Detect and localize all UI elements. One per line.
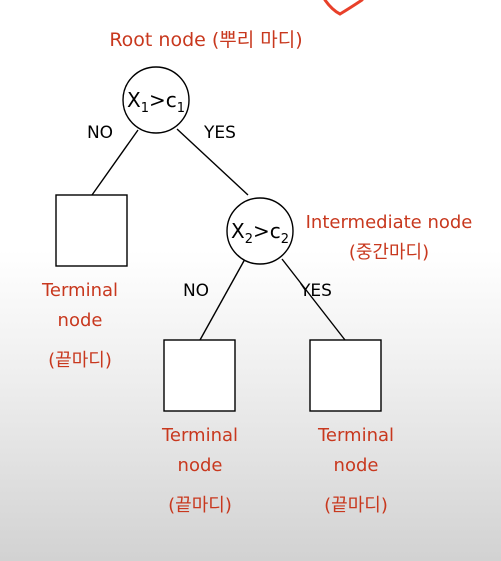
terminal-middle-caption-line2: node (178, 455, 223, 476)
mid-yes-label: YES (299, 281, 332, 301)
terminal-node-right (309, 339, 382, 412)
terminal-left-caption-line1: Terminal (41, 280, 118, 301)
intermediate-caption-line1: Intermediate node (306, 212, 473, 233)
root-no-label: NO (87, 123, 113, 143)
terminal-right-caption-line1: Terminal (317, 425, 394, 446)
root-node-caption: Root node (뿌리 마디) (109, 29, 302, 51)
terminal-right-caption-line3: (끝마디) (324, 495, 388, 516)
root-condition: X1>c1 (127, 88, 185, 116)
terminal-right-caption-line2: node (334, 455, 379, 476)
root-node (122, 66, 190, 134)
terminal-node-middle (163, 339, 236, 412)
terminal-node-left (55, 194, 128, 267)
terminal-left-caption-line3: (끝마디) (48, 350, 112, 371)
terminal-middle-caption-line3: (끝마디) (168, 495, 232, 516)
red-check-mark (323, 0, 364, 16)
terminal-middle-caption-line1: Terminal (161, 425, 238, 446)
root-yes-label: YES (203, 123, 236, 143)
intermediate-caption-line2: (중간마디) (349, 242, 429, 263)
terminal-left-caption-line2: node (58, 310, 103, 331)
edge-mid-no (199, 258, 246, 341)
mid-no-label: NO (183, 281, 209, 301)
intermediate-condition: X2>c2 (231, 219, 289, 247)
edge-mid-yes (281, 258, 346, 341)
edge-root-no (91, 129, 139, 196)
intermediate-node (226, 197, 294, 265)
edge-root-yes (176, 128, 249, 196)
